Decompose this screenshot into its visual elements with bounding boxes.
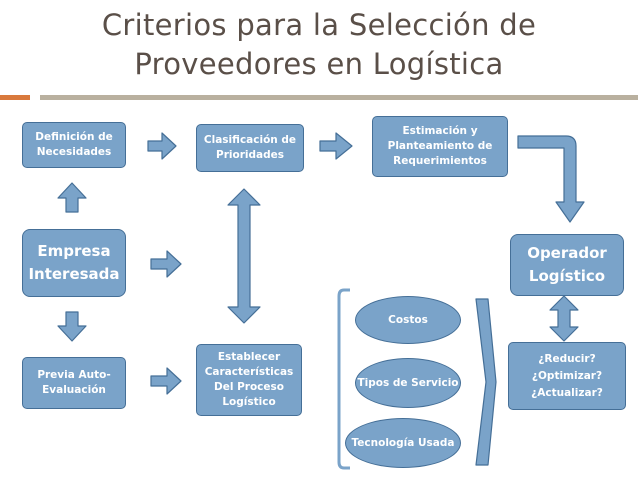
arrow-clasificacion-to-estimacion: [319, 132, 353, 160]
arrow-operador-reducir: [549, 295, 579, 342]
factors-bracket: [337, 288, 350, 470]
arrow-estimacion-to-operador: [517, 135, 585, 223]
title-line-1: Criterios para la Selección de: [101, 8, 537, 42]
arrow-clasificacion-establecer: [227, 188, 261, 324]
box-operador: Operador Logístico: [510, 234, 624, 296]
box-establecer: Establecer Características Del Proceso L…: [196, 344, 302, 416]
arrow-empresa-right: [150, 250, 182, 278]
factor-tecnologia: Tecnología Usada: [345, 418, 461, 468]
slide-title: Criterios para la Selección de Proveedor…: [0, 6, 638, 84]
title-line-2: Proveedores en Logística: [134, 47, 504, 81]
factor-tipos-servicio: Tipos de Servicio: [355, 358, 461, 408]
box-empresa: Empresa Interesada: [22, 229, 126, 297]
box-previa: Previa Auto-Evaluación: [22, 357, 126, 409]
accent-bar-gray: [40, 95, 638, 100]
arrow-definicion-to-clasificacion: [147, 132, 177, 160]
box-estimacion: Estimación y Planteamiento de Requerimie…: [372, 116, 508, 177]
accent-bar-orange: [0, 95, 30, 100]
factor-costos: Costos: [355, 296, 461, 344]
box-reducir: ¿Reducir? ¿Optimizar? ¿Actualizar?: [508, 342, 626, 410]
box-definicion: Definición de Necesidades: [22, 122, 126, 168]
arrow-empresa-to-previa: [57, 311, 87, 342]
arrow-empresa-to-definicion: [57, 182, 87, 213]
arrow-previa-to-establecer: [150, 367, 182, 395]
box-clasificacion: Clasificación de Prioridades: [196, 124, 304, 172]
factors-chevron: [475, 298, 497, 466]
